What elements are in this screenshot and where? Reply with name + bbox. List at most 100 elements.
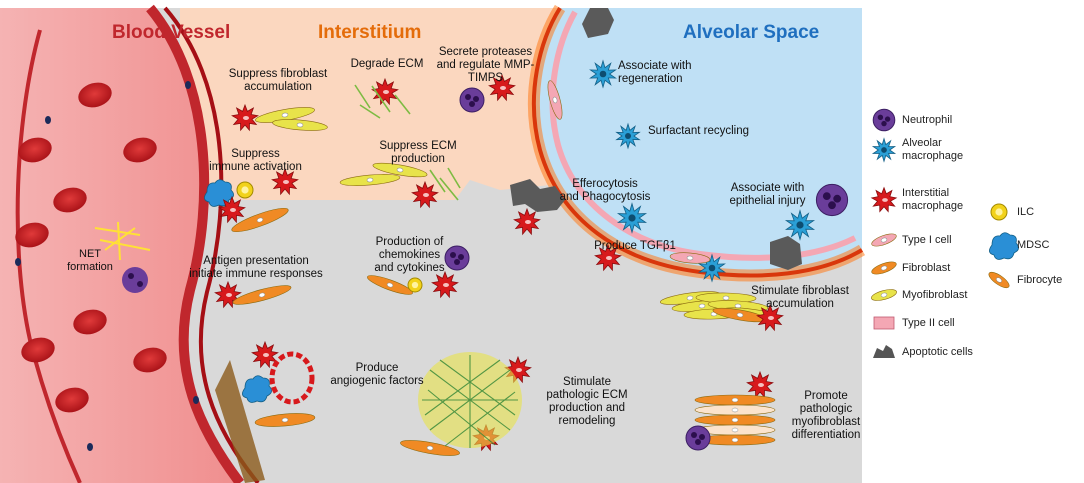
ilc-cell (236, 181, 254, 199)
fibroblast (367, 275, 413, 295)
label-chemokines: Production of chemokines and cytokines (374, 236, 445, 274)
interstitium-title: Interstitium (318, 22, 422, 43)
interstitial-macrophage (431, 270, 459, 299)
alveolar-macrophage (698, 253, 726, 283)
label-antigen-presentation: Antigen presentation initiate immune res… (189, 255, 323, 280)
label-suppress-immune: Suppress immune activation (209, 148, 302, 173)
legend-label: Myofibroblast (902, 288, 968, 301)
fibroblast (694, 394, 776, 406)
cell-layer (204, 59, 849, 456)
alveolar-space (527, 4, 866, 282)
legend-icons (870, 108, 1019, 358)
interstitial-macrophage (251, 340, 279, 369)
legend-label: Neutrophil (902, 113, 953, 126)
mdsc-cell (204, 179, 234, 207)
myofibroblast-icon (871, 289, 897, 301)
ilc-cell (407, 277, 423, 293)
label-produce-tgfb: Produce TGFβ1 (594, 240, 676, 252)
red-blood-cell (18, 137, 52, 163)
fibroblast (232, 285, 292, 305)
interstitial-macrophage (504, 355, 532, 384)
type-ii-cell-icon (873, 316, 895, 330)
new-vessel-ring (269, 351, 315, 405)
legend-label: Type II cell (902, 316, 955, 329)
label-associate-injury: Associate with epithelial injury (729, 182, 806, 207)
label-suppress-ecm: Suppress ECM production (379, 140, 457, 165)
interstitial-macrophage (870, 186, 898, 213)
legend-label: Fibroblast (902, 261, 951, 274)
myofibroblast (694, 404, 776, 416)
interstitial-macrophage (488, 73, 516, 102)
myofibroblast (339, 174, 401, 186)
myofibroblast (871, 289, 897, 301)
type-i-cell (669, 252, 711, 264)
fibroblast (871, 261, 897, 275)
ecm-fibers (354, 84, 461, 201)
myofibroblast (272, 119, 328, 131)
ecm-mesh (418, 352, 522, 448)
interstitial-macrophage (513, 207, 541, 236)
type-i-cell (547, 80, 563, 120)
alveolar-space-title: Alveolar Space (683, 22, 820, 43)
interstitial-macrophage (218, 195, 246, 224)
label-secrete-proteases: Secrete proteases and regulate MMP- TIMP… (436, 46, 535, 84)
alveolar-macrophage (615, 122, 641, 150)
fibroblast-icon (871, 261, 897, 275)
mdsc-cell (989, 232, 1019, 260)
red-blood-cell (15, 222, 49, 248)
mdsc-cell (242, 375, 272, 403)
legend-label: MDSC (1017, 238, 1050, 251)
myofibroblast (255, 107, 315, 123)
neutrophil (872, 108, 896, 132)
net-formation-graphic (94, 221, 151, 293)
alveolar-macrophage (589, 59, 617, 89)
endothelial-nuclei (15, 81, 199, 451)
label-surfactant: Surfactant recycling (648, 125, 749, 137)
red-blood-cells (15, 82, 167, 413)
red-blood-cell (78, 82, 112, 108)
fibroblast (694, 434, 776, 446)
legend-label: Alveolar macrophage (902, 137, 964, 162)
interstitial-macrophage (411, 180, 439, 209)
legend-label: Interstitial macrophage (902, 187, 964, 212)
label-stimulate-ecm: Stimulate pathologic ECM production and … (546, 376, 628, 427)
alveolar-macrophage (784, 209, 816, 241)
fibroblast (712, 307, 768, 323)
type-i-cell (871, 233, 897, 247)
label-net-formation: NET formation (67, 248, 113, 273)
neutrophil (815, 183, 849, 217)
interstitial-macrophage (371, 77, 399, 106)
legend-label: ILC (1017, 205, 1035, 218)
neutrophil-icon (872, 108, 896, 132)
label-stimulate-fibroblast: Stimulate fibroblast accumulation (751, 285, 849, 310)
interstitial-macrophage (231, 103, 259, 132)
label-promote-myofibroblast: Promote pathologic myofibroblast differe… (791, 390, 861, 441)
alveolar-macrophage (616, 202, 648, 234)
fibrocyte-icon (988, 271, 1010, 289)
red-blood-cell (73, 309, 107, 335)
neutrophil (444, 245, 470, 271)
neutrophil (459, 87, 485, 113)
fibroblast (400, 440, 460, 456)
alveolar-macrophage (871, 137, 897, 163)
fibroblast (254, 413, 316, 427)
ilc-icon (990, 203, 1008, 221)
label-angiogenic: Produce angiogenic factors (330, 362, 424, 387)
apoptotic-cells (510, 8, 802, 270)
interstitial-macrophage (271, 167, 299, 196)
neutrophil (685, 425, 711, 451)
legend-label: Type I cell (902, 233, 952, 246)
red-blood-cell (133, 347, 167, 373)
red-blood-cell (21, 337, 55, 363)
interstitial-macrophage-icon (870, 186, 898, 213)
apoptotic-cells-icon (873, 345, 895, 358)
interstitial-macrophage (214, 280, 242, 309)
type-i-cell-icon (871, 233, 897, 247)
myofibroblast (372, 162, 428, 178)
legend-label: Apoptotic cells (902, 345, 973, 358)
fibrocyte (988, 271, 1010, 289)
red-blood-cell (123, 137, 157, 163)
blood-vessel-title: Blood Vessel (112, 22, 231, 43)
label-associate-regeneration: Associate with regeneration (618, 60, 692, 85)
